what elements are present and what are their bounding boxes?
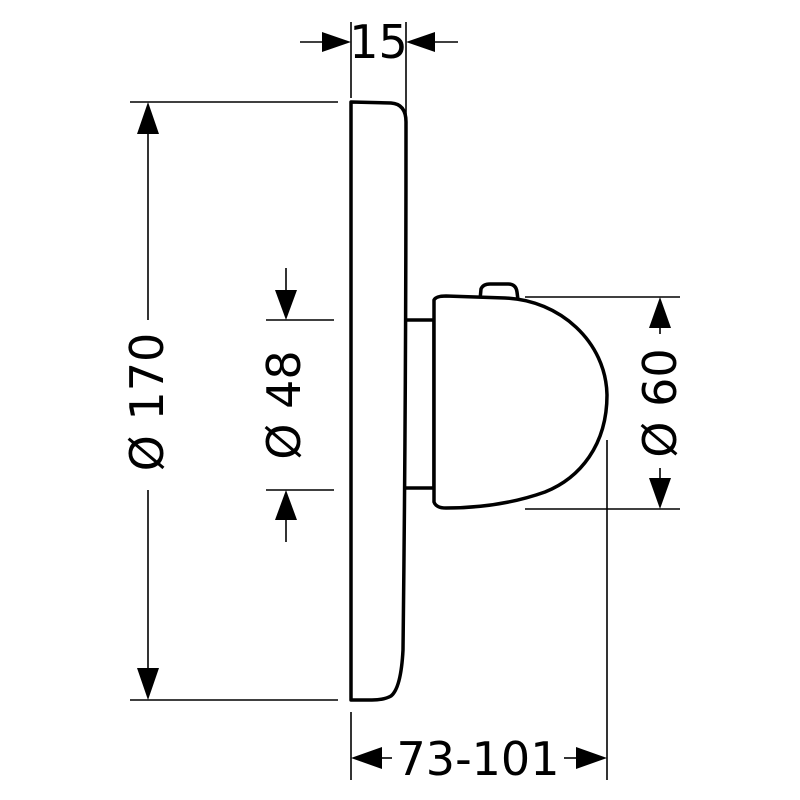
dimension-spindle-diameter: Ø 48 bbox=[257, 268, 334, 542]
dimension-handle-diameter: Ø 60 bbox=[525, 296, 687, 510]
dimension-plate-thickness: 15 bbox=[300, 15, 458, 130]
arrow-right-icon bbox=[322, 32, 351, 52]
arrow-up-icon bbox=[137, 102, 159, 134]
spindle-sleeve bbox=[402, 318, 436, 490]
arrow-down-icon bbox=[275, 290, 297, 320]
dimension-label-73-101: 73-101 bbox=[397, 732, 560, 786]
arrow-left-icon bbox=[351, 747, 382, 769]
dimension-label-48: Ø 48 bbox=[257, 350, 311, 459]
dimension-label-15: 15 bbox=[349, 15, 408, 69]
dimension-label-60: Ø 60 bbox=[633, 348, 687, 457]
arrow-right-icon bbox=[576, 747, 607, 769]
dimension-projection-range: 73-101 bbox=[350, 440, 608, 786]
arrow-up-icon bbox=[649, 297, 671, 328]
arrow-up-icon bbox=[275, 490, 297, 520]
handle-body bbox=[432, 294, 609, 510]
arrow-down-icon bbox=[137, 668, 159, 700]
dimension-plate-diameter: Ø 170 bbox=[120, 101, 338, 701]
arrow-left-icon bbox=[406, 32, 435, 52]
arrow-down-icon bbox=[649, 478, 671, 509]
part-outline bbox=[349, 100, 609, 702]
dimension-label-170: Ø 170 bbox=[120, 333, 174, 472]
wall-plate bbox=[349, 100, 408, 702]
